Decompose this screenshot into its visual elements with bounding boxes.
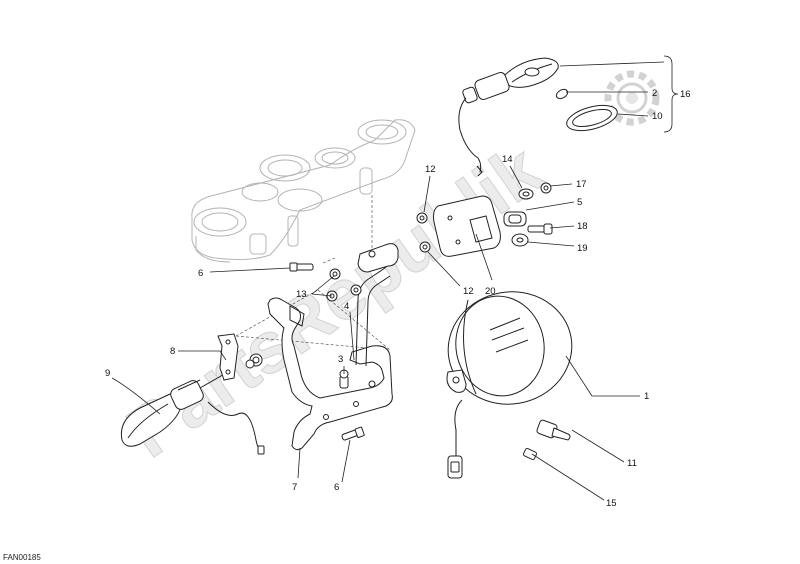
watermark-gear-icon <box>604 70 660 126</box>
nut-13-upper <box>329 268 341 280</box>
washer-14 <box>518 188 534 200</box>
parking-bulb-15 <box>523 447 537 461</box>
bolt-18 <box>527 223 553 235</box>
headlight <box>446 291 573 479</box>
grommet-5 <box>503 211 527 227</box>
bolt-6-lower <box>341 426 365 441</box>
nut-17 <box>540 182 552 194</box>
washer-19 <box>511 233 529 247</box>
lens-10 <box>566 104 618 132</box>
callout-16: 16 <box>680 89 691 100</box>
diagram-code: FAN00185 <box>3 553 41 562</box>
leader-lines <box>111 61 665 501</box>
callout-6a: 6 <box>198 268 203 279</box>
nut-12-lower <box>419 241 431 253</box>
signal-mount-bracket <box>416 182 553 257</box>
nut-12-upper <box>416 212 428 224</box>
callout-5: 5 <box>577 197 582 208</box>
bracket-fasteners <box>289 262 365 441</box>
callout-7: 7 <box>292 482 297 493</box>
bolt-6-upper <box>289 262 314 272</box>
callout-11: 11 <box>627 458 637 469</box>
callout-3: 3 <box>338 354 343 365</box>
callout-4: 4 <box>344 301 349 312</box>
group-bracket-16 <box>663 55 679 133</box>
callout-12b: 12 <box>463 286 474 297</box>
bolt-3 <box>339 369 349 389</box>
spring-washer <box>245 353 263 369</box>
callout-10: 10 <box>652 111 663 122</box>
bulb-2 <box>555 88 569 100</box>
callout-2: 2 <box>652 88 657 99</box>
turn-signal-mount <box>217 333 263 381</box>
headlight-bulb-11 <box>536 419 571 441</box>
callout-18: 18 <box>577 221 588 232</box>
callout-12a: 12 <box>425 164 436 175</box>
right-turn-signal <box>458 57 618 177</box>
callout-17: 17 <box>576 179 587 190</box>
callouts: 1 2 3 4 5 6 6 7 8 9 10 11 12 12 13 14 15… <box>105 88 691 509</box>
nut-13-right <box>350 284 362 296</box>
triple-clamp-ghost <box>191 119 416 263</box>
callout-1: 1 <box>644 391 649 402</box>
callout-20: 20 <box>485 286 496 297</box>
callout-9: 9 <box>105 368 110 379</box>
callout-14: 14 <box>502 154 513 165</box>
callout-6b: 6 <box>334 482 339 493</box>
callout-13: 13 <box>296 289 307 300</box>
callout-8: 8 <box>170 346 175 357</box>
callout-15: 15 <box>606 498 617 509</box>
callout-19: 19 <box>577 243 588 254</box>
